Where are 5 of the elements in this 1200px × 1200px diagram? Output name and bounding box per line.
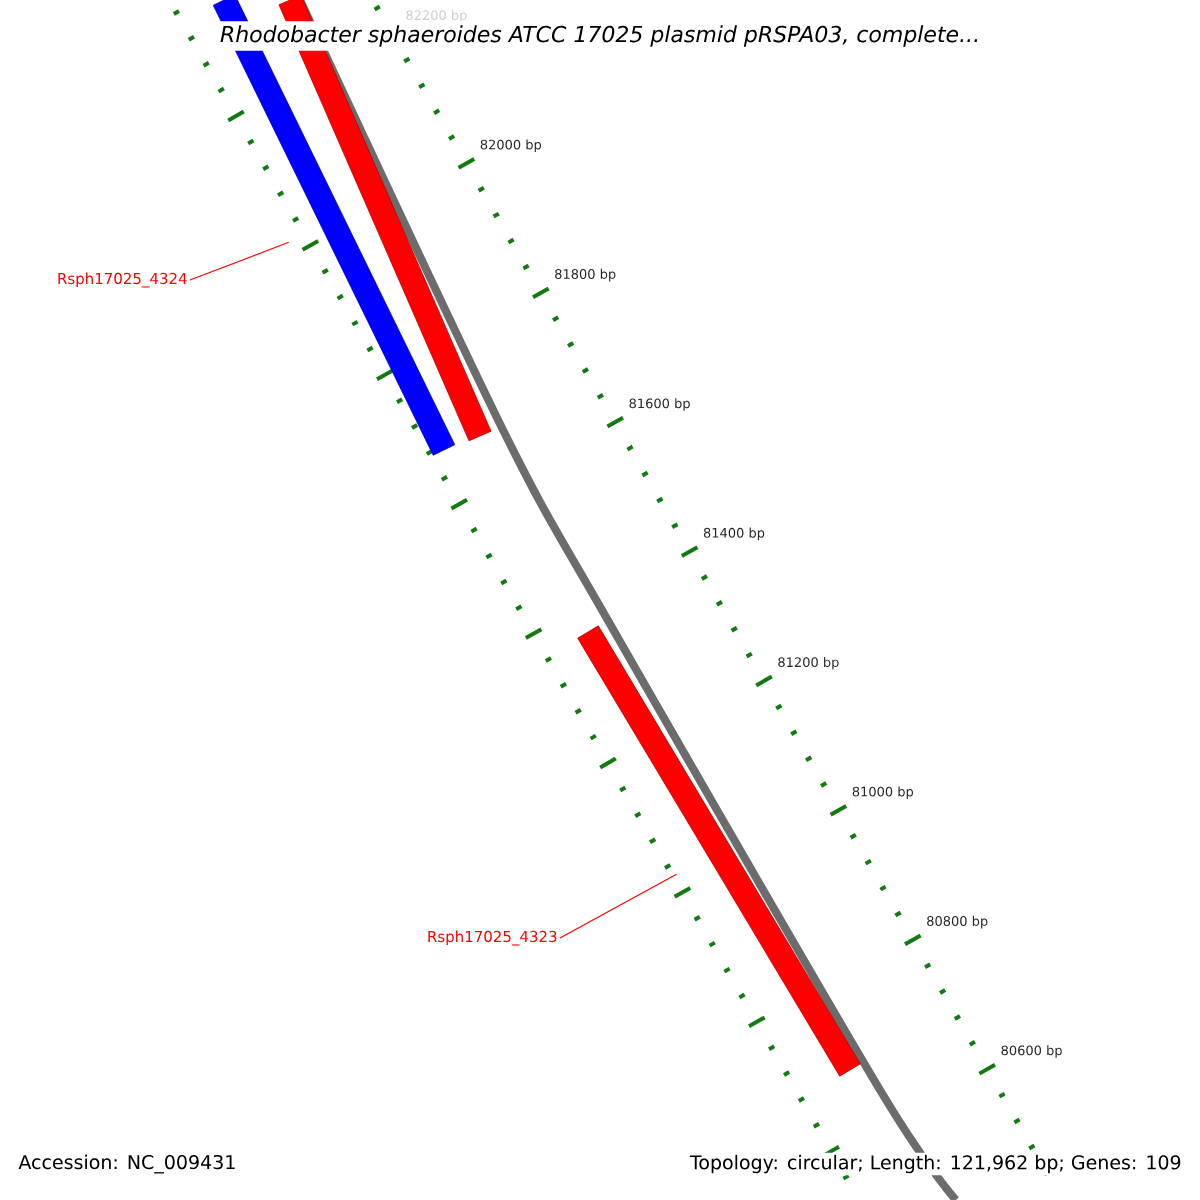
summary-text: Topology: circular; Length: 121,962 bp; Genes: 109 [687, 1152, 1184, 1176]
leader-line [189, 241, 290, 281]
title: Rhodobacter sphaeroides ATCC 17025 plasmid pRSPA03, complete... [215, 21, 985, 51]
accession-text: Accession: NC_009431 [16, 1152, 239, 1176]
leader-line [559, 873, 678, 939]
